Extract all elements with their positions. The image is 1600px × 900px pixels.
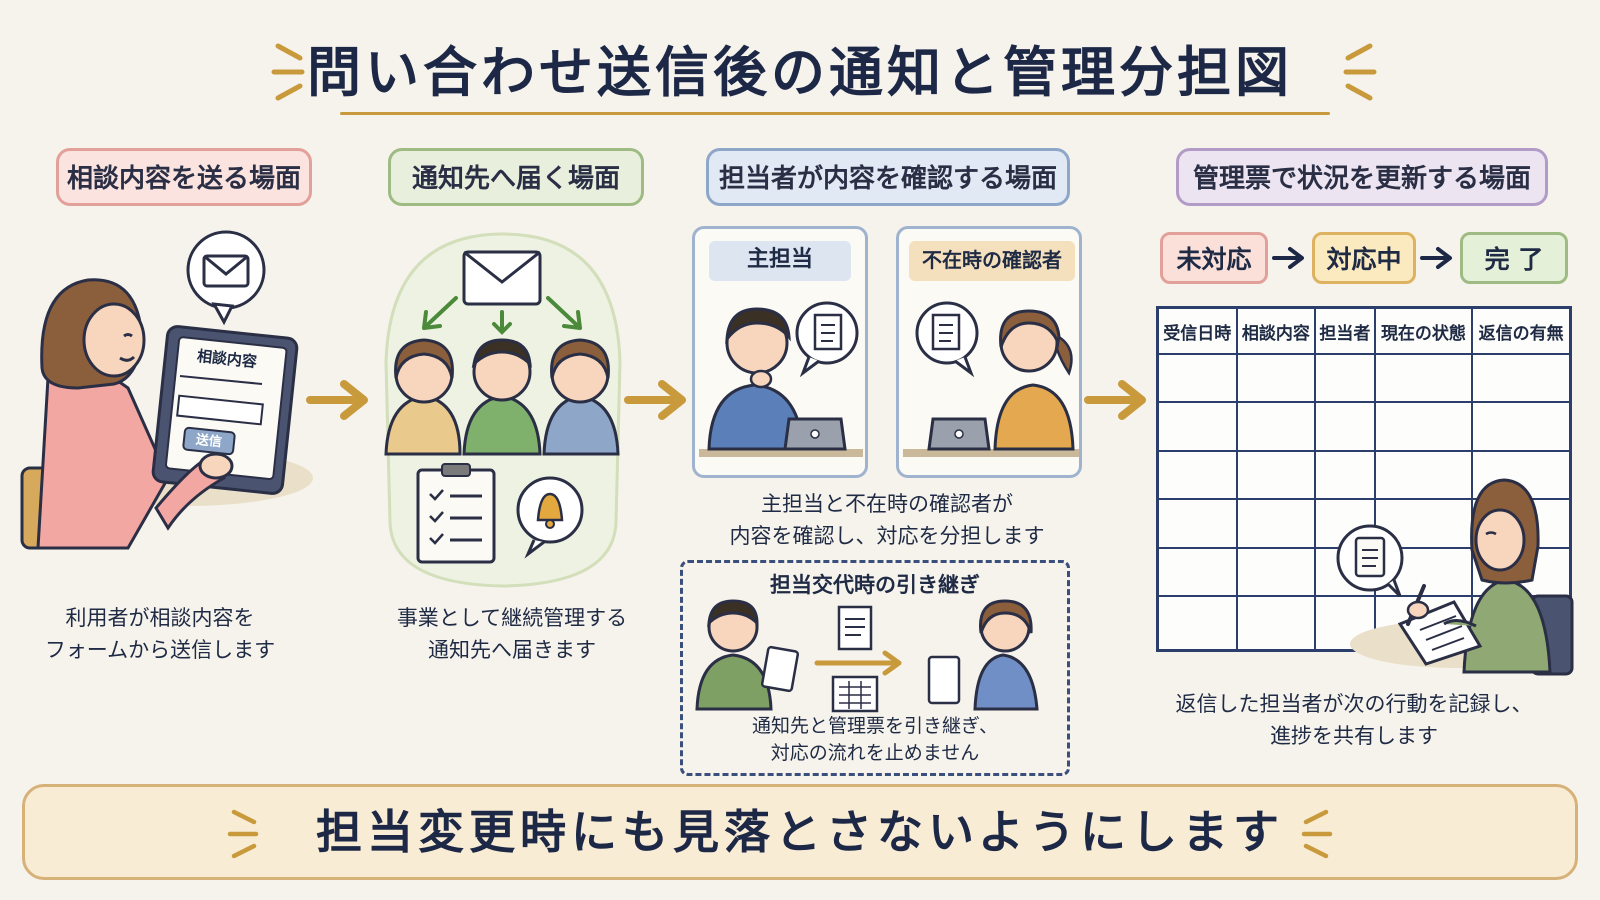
backup-checker-illustration xyxy=(903,301,1079,457)
backup-checker-panel: 不在時の確認者 xyxy=(896,226,1082,478)
ledger-cell xyxy=(1314,401,1376,452)
arrow-right-icon xyxy=(624,380,686,420)
sparkle-left-icon xyxy=(271,43,305,101)
ledger-cell xyxy=(1235,449,1317,501)
scene-label-send: 相談内容を送る場面 xyxy=(56,148,312,206)
ledger-cell xyxy=(1235,401,1317,452)
primary-assignee-illustration xyxy=(699,301,863,457)
ledger-header-row: 受信日時 相談内容 担当者 現在の状態 返信の有無 xyxy=(1156,306,1572,355)
ledger-cell xyxy=(1373,352,1474,404)
sparkle-right-icon xyxy=(1343,43,1377,101)
footer-message-banner: 担当変更時にも見落とさないようにします xyxy=(22,784,1578,880)
ledger-cell xyxy=(1373,449,1474,501)
scene-label-update: 管理票で状況を更新する場面 xyxy=(1176,148,1548,206)
ledger-col-assignee: 担当者 xyxy=(1314,306,1376,355)
ledger-cell xyxy=(1471,401,1572,452)
status-unhandled: 未対応 xyxy=(1160,232,1268,284)
ledger-cell xyxy=(1471,352,1572,404)
arrow-right-icon xyxy=(306,380,368,420)
handover-box: 担当交代時の引き継ぎ 通知先と管理票を引き継ぎ、 対応の流れを止めません xyxy=(680,560,1070,776)
table-row xyxy=(1156,449,1572,501)
ledger-col-replied: 返信の有無 xyxy=(1471,306,1572,355)
page-title: 問い合わせ送信後の通知と管理分担図 xyxy=(307,41,1293,104)
handover-illustration xyxy=(695,599,1039,713)
ledger-cell xyxy=(1235,595,1317,652)
ledger-cell xyxy=(1156,498,1238,549)
ledger-col-status: 現在の状態 xyxy=(1373,306,1474,355)
ledger-cell xyxy=(1373,401,1474,452)
sparkle-left-icon xyxy=(227,809,259,859)
scene-label-notify: 通知先へ届く場面 xyxy=(388,148,644,206)
ledger-col-received: 受信日時 xyxy=(1156,306,1238,355)
scene-caption-send: 利用者が相談内容を フォームから送信します xyxy=(44,606,276,662)
table-row xyxy=(1156,401,1572,452)
scene-caption-notify: 事業として継続管理する 通知先へ届きます xyxy=(396,606,628,662)
notification-group-illustration xyxy=(384,232,622,588)
scene-label-review: 担当者が内容を確認する場面 xyxy=(706,148,1070,206)
ledger-cell xyxy=(1235,352,1317,404)
arrow-right-icon xyxy=(1084,380,1146,420)
ledger-cell xyxy=(1156,401,1238,452)
ledger-cell xyxy=(1156,546,1238,598)
role-backup: 不在時の確認者 xyxy=(909,241,1075,281)
title-underline xyxy=(340,112,1330,115)
ledger-cell xyxy=(1314,449,1376,501)
scene-caption-review: 主担当と不在時の確認者が 内容を確認し、対応を分担します xyxy=(729,492,1045,548)
user-sending-illustration xyxy=(20,230,313,550)
handover-title: 担当交代時の引き継ぎ xyxy=(770,573,980,597)
handover-caption: 通知先と管理票を引き継ぎ、 対応の流れを止めません xyxy=(751,715,999,764)
status-arrow-icon xyxy=(1272,247,1304,269)
recorder-illustration xyxy=(1336,478,1574,676)
sparkle-right-icon xyxy=(1301,809,1333,859)
status-done: 完 了 xyxy=(1460,232,1568,284)
ledger-cell xyxy=(1235,546,1317,598)
ledger-cell xyxy=(1156,595,1238,652)
ledger-cell xyxy=(1156,449,1238,501)
scene-caption-update: 返信した担当者が次の行動を記録し、 進捗を共有します xyxy=(1175,692,1533,748)
status-in-progress: 対応中 xyxy=(1312,232,1416,284)
role-primary: 主担当 xyxy=(709,241,851,281)
ledger-cell xyxy=(1314,352,1376,404)
ledger-cell xyxy=(1235,498,1317,549)
footer-message: 担当変更時にも見落とさないようにします xyxy=(315,805,1285,859)
ledger-cell xyxy=(1156,352,1238,404)
ledger-col-content: 相談内容 xyxy=(1235,306,1317,355)
status-arrow-icon xyxy=(1420,247,1452,269)
primary-assignee-panel: 主担当 xyxy=(692,226,868,478)
table-row xyxy=(1156,352,1572,404)
